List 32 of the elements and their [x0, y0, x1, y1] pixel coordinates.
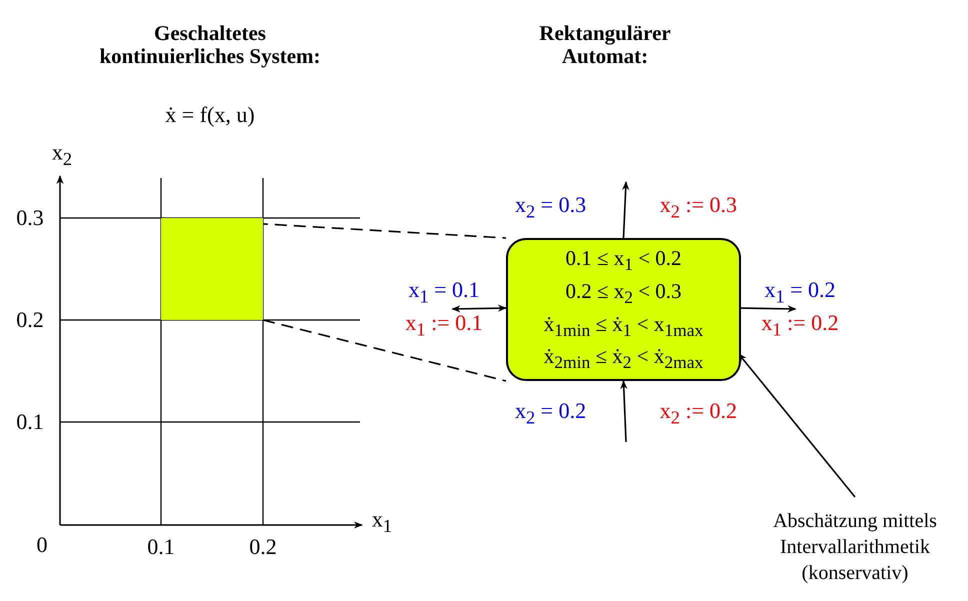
- guard-label: x$_{2}$ = 0.3: [515, 192, 586, 222]
- constraint-text: 0.1 ≤ x$_{1}$ < 0.2: [565, 245, 682, 276]
- constraint-text: ẋ$_{2min}$ ≤ ẋ$_{2}$ < ẋ$_{2max}$: [544, 343, 704, 374]
- automaton-state: [506, 238, 741, 381]
- tick-label: 0.1: [16, 410, 44, 434]
- transition-arrow: [740, 305, 796, 312]
- zoom-line: [262, 319, 506, 382]
- tick-label: 0.2: [16, 308, 44, 332]
- state-cell: [161, 218, 263, 320]
- reset-label: x$_{2}$ := 0.3: [660, 192, 737, 222]
- guard-label: x$_{2}$ = 0.2: [515, 399, 586, 428]
- transition-arrow: [451, 304, 507, 312]
- transition-arrow: [620, 380, 628, 442]
- axis-label: x$_{1}$: [372, 508, 392, 536]
- transition-arrow: [622, 181, 630, 238]
- heading: Geschaltetes kontinuierliches System:: [98, 22, 322, 68]
- reset-label: x$_{1}$ := 0.1: [405, 311, 483, 340]
- guard-label: x$_{1}$ = 0.1: [408, 278, 480, 307]
- heading: Rektangulärer Automat:: [538, 22, 672, 68]
- guard-label: x$_{1}$ = 0.2: [764, 278, 836, 307]
- reset-label: x$_{2}$ := 0.2: [660, 399, 737, 428]
- constraint-text: 0.2 ≤ x$_{2}$ < 0.3: [565, 278, 682, 309]
- tick-label: 0: [36, 532, 48, 558]
- tick-label: 0.1: [147, 534, 175, 560]
- constraint-text: ẋ$_{1min}$ ≤ ẋ$_{1}$ < x$_{1max}$: [544, 310, 704, 342]
- axis-label: x$_{2}$: [52, 140, 72, 170]
- tick-label: 0.2: [249, 534, 277, 560]
- reset-label: x$_{1}$ := 0.2: [761, 311, 839, 340]
- tick-label: 0.3: [16, 206, 44, 230]
- zoom-line: [160, 217, 506, 239]
- annotation-text: Abschätzung mittels Intervallarithmetik (konservativ): [735, 508, 968, 593]
- equation: ẋ = f(x, u): [165, 102, 255, 128]
